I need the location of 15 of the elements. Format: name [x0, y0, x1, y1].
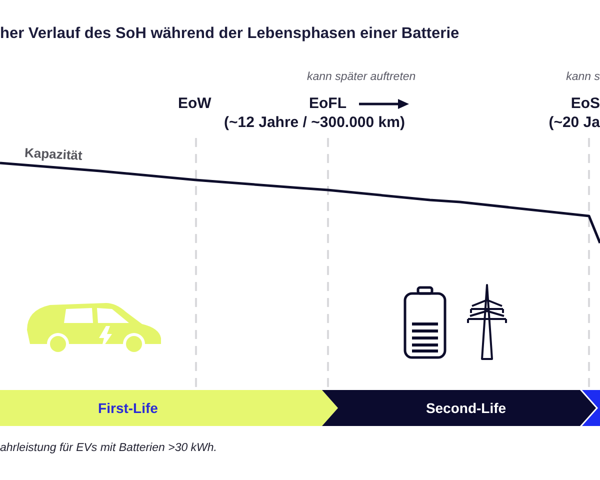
- milestone-label: (~12 Jahre / ~300.000 km): [224, 114, 405, 132]
- curve-label: Kapazität: [24, 145, 83, 164]
- milestone-label: EoW: [178, 95, 212, 113]
- note-text: kann später auftreten: [307, 70, 416, 84]
- chevron-band: [322, 390, 598, 426]
- phase-label: Second-Life: [426, 400, 506, 417]
- milestone-label: EoFL: [309, 95, 346, 113]
- footnote-text: ahrleistung für EVs mit Batterien >30 kWh.: [0, 441, 218, 455]
- chevron-band: [0, 390, 338, 426]
- note-text: kann s: [566, 70, 600, 84]
- phase-label: First-Life: [98, 400, 158, 417]
- chevron-band: [582, 390, 600, 426]
- milestone-label: (~20 Ja: [548, 114, 600, 132]
- milestone-label: EoS: [570, 95, 600, 113]
- chart-title: her Verlauf des SoH während der Lebensphasen einer Batterie: [0, 24, 460, 43]
